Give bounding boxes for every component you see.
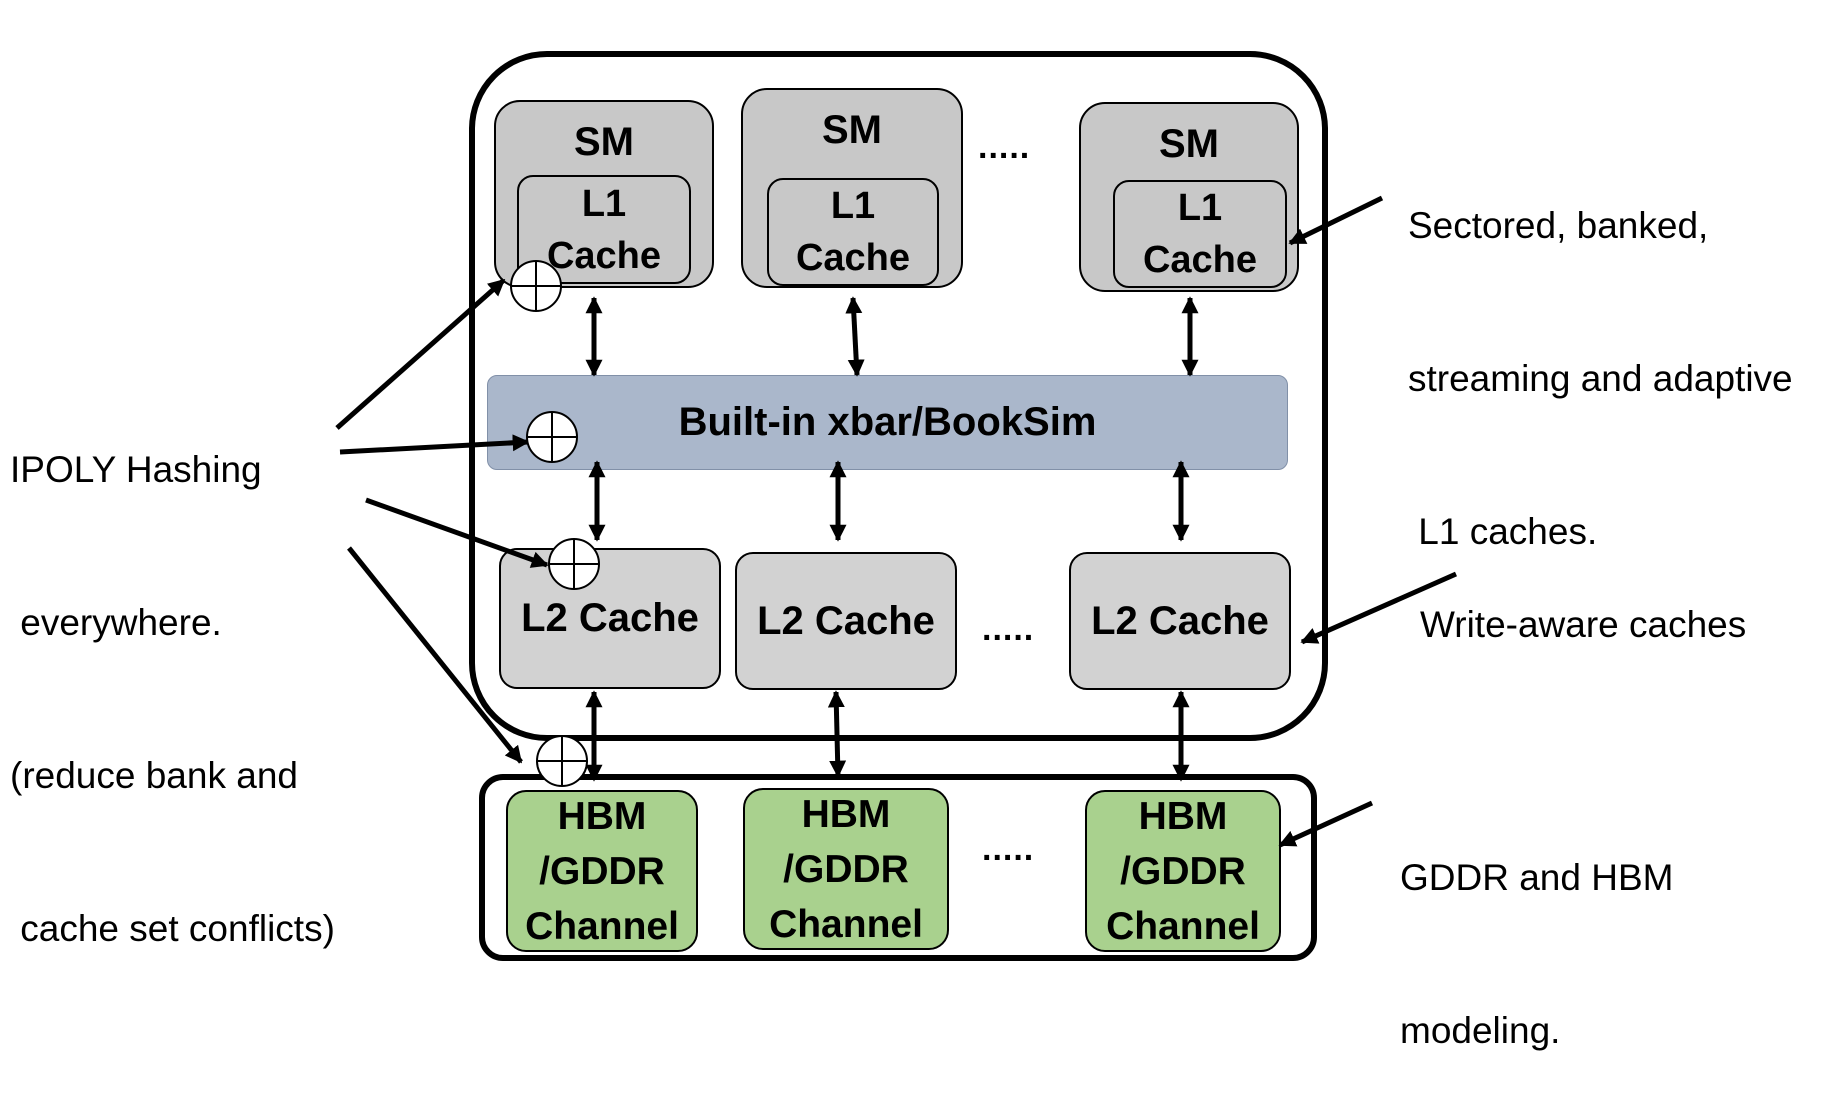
l1-label-line2: Cache (1142, 239, 1258, 281)
l1-label-line2: Cache (546, 234, 662, 277)
annotation-line: cache set conflicts) (10, 908, 335, 949)
l1-annotation-pointer (1288, 195, 1384, 246)
channel-line2: /GDDR (783, 847, 909, 891)
hashing-annotation: IPOLY Hashing everywhere. (reduce bank a… (10, 342, 335, 1005)
memory-ellipsis: ..... (982, 830, 1035, 868)
l2-cache-block: L2 Cache (1069, 552, 1291, 690)
sm-ellipsis: ..... (978, 128, 1031, 166)
hash-pointer-sm (335, 278, 506, 430)
hash-xor-icon (548, 538, 600, 590)
annotation-line: GDDR and HBM (1400, 857, 1674, 898)
l2-cache-block: L2 Cache (499, 548, 721, 689)
sm-label: SM (822, 108, 882, 152)
l2-cache-block: L2 Cache (735, 552, 957, 690)
hash-pointer-xbar (339, 434, 530, 455)
channel-line1: HBM (1138, 794, 1228, 838)
l1-label-line1: L1 (1177, 187, 1223, 229)
l1-cache-block: L1 Cache (1113, 180, 1287, 288)
dram-annotation-pointer (1278, 800, 1374, 848)
l1-label-line2: Cache (795, 237, 911, 279)
channel-line2: /GDDR (539, 849, 665, 893)
sm-block: SM L1 Cache (494, 100, 714, 288)
l1-annotation: Sectored, banked, streaming and adaptive… (1408, 98, 1793, 608)
l1-label-line1: L1 (830, 185, 876, 227)
l1-cache-block: L1 Cache (517, 175, 691, 284)
annotation-line: streaming and adaptive (1408, 358, 1793, 399)
channel-line3: Channel (769, 902, 923, 946)
hash-xor-icon (536, 735, 588, 787)
channel-line1: HBM (801, 792, 891, 836)
channel-line3: Channel (525, 904, 679, 948)
hash-pointer-l2 (365, 497, 549, 568)
sm-label: SM (574, 120, 634, 164)
memory-channel-block: HBM /GDDR Channel (743, 788, 949, 950)
annotation-line: (reduce bank and (10, 755, 298, 796)
hash-pointer-memory (347, 546, 523, 764)
memory-boundary (479, 774, 1317, 961)
l2-memory-link (827, 690, 847, 778)
hash-xor-icon (526, 411, 578, 463)
l1-label-line1: L1 (581, 182, 627, 225)
memory-channel-block: HBM /GDDR Channel (506, 790, 698, 952)
dram-annotation: GDDR and HBM modeling. (1400, 750, 1673, 1107)
interconnect-xbar: Built-in xbar/BookSim (487, 375, 1288, 470)
annotation-line: IPOLY Hashing (10, 449, 262, 490)
annotation-line: Write-aware caches (1420, 604, 1747, 645)
l1-cache-block: L1 Cache (767, 178, 939, 286)
l2-annotation: Write-aware caches (1420, 497, 1746, 701)
annotation-line: L1 caches. (1408, 511, 1598, 552)
annotation-line: modeling. (1400, 1010, 1561, 1051)
l2-annotation-pointer (1300, 571, 1458, 645)
sm-block: SM L1 Cache (1079, 102, 1299, 292)
annotation-line: everywhere. (10, 602, 222, 643)
channel-line3: Channel (1106, 904, 1260, 948)
sm-xbar-link (845, 296, 865, 377)
connection-arrows (335, 195, 1458, 848)
sm-label: SM (1159, 122, 1219, 166)
sm-block: SM L1 Cache (741, 88, 963, 288)
hash-xor-icon (510, 260, 562, 312)
channel-line1: HBM (557, 794, 647, 838)
gpu-chip-boundary (469, 51, 1328, 741)
annotation-line: Sectored, banked, (1408, 205, 1709, 246)
l2-ellipsis: ..... (982, 610, 1035, 648)
memory-channel-block: HBM /GDDR Channel (1085, 790, 1281, 952)
channel-line2: /GDDR (1120, 849, 1246, 893)
